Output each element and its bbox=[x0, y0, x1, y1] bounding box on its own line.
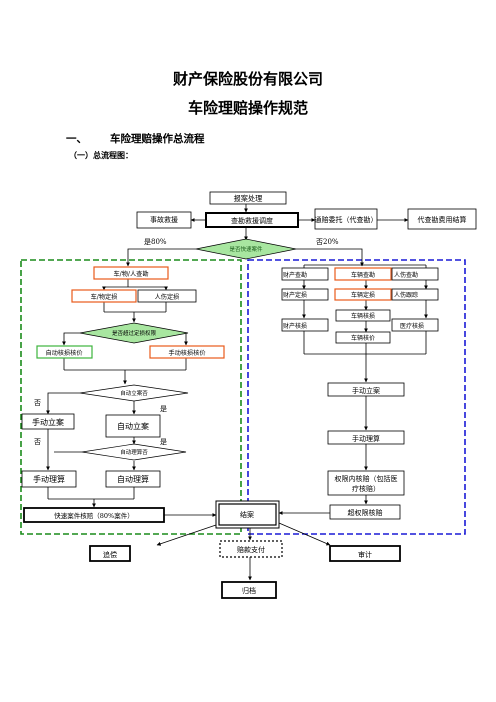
svg-text:快速案件核赔（80%案件）: 快速案件核赔（80%案件） bbox=[54, 511, 133, 520]
svg-text:报案处理: 报案处理 bbox=[234, 194, 263, 203]
svg-text:是否超过定损权限: 是否超过定损权限 bbox=[112, 329, 157, 337]
fast-case-diamond: 是否快速案件 bbox=[195, 238, 297, 260]
section-heading: 一、 车险理赔操作总流程 bbox=[66, 131, 205, 146]
svg-text:财产核损: 财产核损 bbox=[283, 322, 307, 330]
svg-text:自动理算: 自动理算 bbox=[117, 474, 149, 484]
svg-text:手动理算: 手动理算 bbox=[33, 474, 65, 484]
right-manual-calc-box: 手动理算 bbox=[327, 430, 405, 445]
yes-label-1: 是 bbox=[160, 405, 167, 413]
fast-verify-box: 快速案件核赔（80%案件） bbox=[23, 507, 165, 523]
fast-track-region bbox=[20, 259, 242, 535]
left-manual-file-box: 手动立案 bbox=[21, 413, 75, 430]
svg-text:车/物/人查勘: 车/物/人查勘 bbox=[113, 270, 148, 278]
svg-text:财产查勘: 财产查勘 bbox=[283, 271, 307, 279]
car-verify-box: 车辆核损 bbox=[335, 309, 391, 322]
auto-verify-box: 自动核损核价 bbox=[36, 345, 93, 359]
yes-label-2: 是 bbox=[160, 438, 167, 446]
person-survey-box: 人伤查勘 bbox=[391, 267, 439, 281]
rescue-box: 事故救援 bbox=[136, 211, 192, 229]
svg-text:手动立案: 手动立案 bbox=[32, 417, 64, 427]
svg-text:结案: 结案 bbox=[240, 510, 254, 519]
manual-verify-box: 手动核损核价 bbox=[149, 345, 225, 359]
svg-text:手动理算: 手动理算 bbox=[352, 434, 380, 443]
svg-text:赔款支付: 赔款支付 bbox=[237, 545, 265, 554]
survey-fee-box: 代查勘费用结算 bbox=[407, 208, 477, 230]
report-box: 报案处理 bbox=[209, 191, 287, 205]
svg-text:手动核损核价: 手动核损核价 bbox=[168, 349, 205, 357]
section-number: 一、 bbox=[66, 133, 87, 145]
yes80-label: 是80% bbox=[144, 238, 167, 246]
standard-track-region bbox=[247, 259, 466, 535]
document-title: 车险理赔操作规范 bbox=[187, 99, 308, 117]
svg-text:自动理算否: 自动理算否 bbox=[120, 448, 148, 456]
no-label-2: 否 bbox=[34, 438, 41, 446]
svg-text:追偿: 追偿 bbox=[103, 550, 117, 559]
left-car-loss-box: 车/物定损 bbox=[71, 289, 137, 303]
med-verify-box: 医疗核损 bbox=[391, 318, 439, 332]
svg-text:人伤跟踪: 人伤跟踪 bbox=[394, 291, 418, 299]
svg-text:财产定损: 财产定损 bbox=[283, 291, 307, 299]
left-person-loss-box: 人伤定损 bbox=[137, 289, 197, 303]
no-label-1: 否 bbox=[34, 399, 41, 407]
auto-calc-box: 自动理算 bbox=[105, 470, 161, 488]
svg-text:自动立案: 自动立案 bbox=[117, 421, 149, 431]
svg-text:车辆定损: 车辆定损 bbox=[351, 291, 375, 299]
recover-box: 追偿 bbox=[89, 545, 131, 562]
authority-verify-box: 权限内核赔（包括医 疗核赔） bbox=[327, 470, 405, 496]
audit-box: 审计 bbox=[329, 545, 401, 562]
prop-loss-box: 财产定损 bbox=[281, 288, 329, 301]
archive-box: 归档 bbox=[221, 581, 277, 599]
svg-text:超权限核赔: 超权限核赔 bbox=[348, 508, 383, 517]
svg-text:自动核损核价: 自动核损核价 bbox=[45, 349, 82, 357]
svg-text:医疗核损: 医疗核损 bbox=[400, 322, 424, 330]
svg-text:疗核赔）: 疗核赔） bbox=[352, 484, 380, 493]
car-price-box: 车辆核价 bbox=[335, 331, 391, 344]
company-title: 财产保险股份有限公司 bbox=[172, 70, 323, 88]
svg-text:人伤定损: 人伤定损 bbox=[155, 293, 180, 301]
svg-text:权限内核赔（包括医: 权限内核赔（包括医 bbox=[335, 474, 398, 483]
quote-authority-diamond: 是否超过定损权限 bbox=[79, 322, 189, 344]
svg-text:自动立案否: 自动立案否 bbox=[120, 389, 148, 397]
notify-box: 通赔委托（代查勘） bbox=[315, 208, 378, 230]
svg-text:手动立案: 手动立案 bbox=[352, 386, 380, 395]
auto-calc-diamond: 自动理算否 bbox=[81, 443, 187, 461]
car-survey-box: 车辆查勘 bbox=[334, 267, 392, 281]
prop-verify-box: 财产核损 bbox=[281, 318, 329, 332]
svg-text:审计: 审计 bbox=[358, 550, 372, 559]
close-case-box: 结案 bbox=[215, 500, 280, 529]
over-authority-box: 超权限核赔 bbox=[329, 504, 401, 520]
svg-text:车辆核损: 车辆核损 bbox=[351, 312, 375, 320]
svg-text:是否快速案件: 是否快速案件 bbox=[229, 245, 263, 253]
auto-file-diamond: 自动立案否 bbox=[79, 384, 189, 402]
no20-label: 否20% bbox=[316, 238, 339, 246]
left-manual-calc-box: 手动理算 bbox=[21, 470, 77, 488]
svg-text:车/物定损: 车/物定损 bbox=[91, 293, 118, 301]
car-loss-box: 车辆定损 bbox=[334, 288, 392, 301]
dispatch-box: 查勘救援调度 bbox=[205, 212, 299, 228]
svg-text:车辆核价: 车辆核价 bbox=[351, 334, 375, 342]
section-title: 车险理赔操作总流程 bbox=[110, 133, 205, 145]
svg-text:查勘救援调度: 查勘救援调度 bbox=[231, 216, 273, 225]
svg-text:通赔委托（代查勘）: 通赔委托（代查勘） bbox=[315, 215, 378, 224]
svg-text:事故救援: 事故救援 bbox=[150, 215, 178, 224]
prop-survey-box: 财产查勘 bbox=[281, 267, 329, 281]
svg-text:归档: 归档 bbox=[242, 586, 256, 595]
payment-box: 赔款支付 bbox=[219, 540, 283, 558]
right-manual-file-box: 手动立案 bbox=[327, 382, 405, 397]
svg-text:代查勘费用结算: 代查勘费用结算 bbox=[418, 215, 467, 224]
left-survey-box: 车/物/人查勘 bbox=[93, 266, 169, 280]
svg-text:车辆查勘: 车辆查勘 bbox=[351, 271, 375, 279]
svg-text:人伤查勘: 人伤查勘 bbox=[394, 271, 418, 279]
auto-file-box: 自动立案 bbox=[105, 414, 161, 438]
subsection-heading: （一）总流程图： bbox=[69, 151, 133, 160]
person-track-box: 人伤跟踪 bbox=[391, 288, 439, 301]
